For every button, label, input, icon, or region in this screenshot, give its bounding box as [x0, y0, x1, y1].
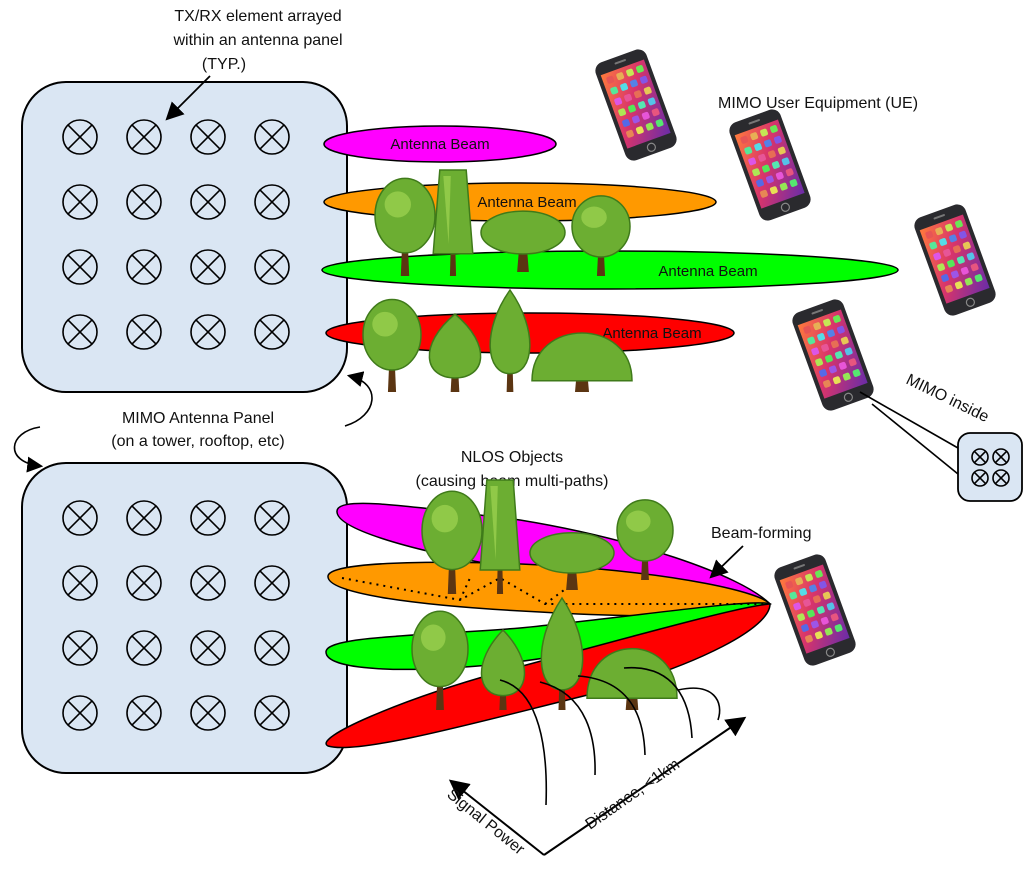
ue-mimo-panel	[957, 432, 1023, 502]
crossed-circle-icon	[190, 695, 226, 731]
smartphone-icon	[792, 299, 874, 411]
crossed-circle-icon	[190, 630, 226, 666]
tree-icon	[428, 313, 482, 392]
distance-axis-arrow	[543, 716, 747, 856]
tree-icon	[480, 628, 526, 710]
mimo-inside-label: MIMO inside	[903, 371, 991, 426]
mimo-inside-callout-line-1	[859, 391, 959, 449]
tree-icon	[421, 490, 483, 594]
crossed-circle-icon	[62, 630, 98, 666]
crossed-circle-icon	[992, 469, 1010, 487]
beam-label-red: Antenna Beam	[602, 325, 701, 342]
tree-icon	[489, 288, 531, 392]
smartphone-icon	[729, 109, 811, 221]
crossed-circle-icon	[62, 314, 98, 350]
crossed-circle-icon	[254, 119, 290, 155]
antenna-element-grid-top	[62, 119, 290, 350]
panel-caption-line-2: (on a tower, rooftop, etc)	[111, 433, 284, 450]
tree-icon	[411, 610, 469, 710]
smartphone-icon	[914, 204, 996, 316]
tree-icon	[479, 479, 521, 594]
crossed-circle-icon	[126, 695, 162, 731]
crossed-circle-icon	[254, 184, 290, 220]
nlos-trees-top	[362, 169, 633, 392]
element-callout-line-3: (TYP.)	[202, 56, 246, 73]
crossed-circle-icon	[126, 565, 162, 601]
crossed-circle-icon	[254, 695, 290, 731]
crossed-circle-icon	[62, 119, 98, 155]
mimo-user-equipment-phones	[595, 49, 996, 666]
crossed-circle-icon	[254, 249, 290, 285]
crossed-circle-icon	[971, 448, 989, 466]
element-callout-arrow	[165, 75, 211, 121]
crossed-circle-icon	[126, 630, 162, 666]
signal-power-label: Signal Power	[443, 786, 527, 859]
crossed-circle-icon	[254, 565, 290, 601]
antenna-element-grid-bottom	[62, 500, 290, 731]
crossed-circle-icon	[190, 500, 226, 536]
crossed-circle-icon	[62, 249, 98, 285]
crossed-circle-icon	[254, 314, 290, 350]
antenna-panel-bottom	[21, 462, 348, 774]
crossed-circle-icon	[190, 119, 226, 155]
signal-power-axis-arrow	[448, 779, 545, 856]
crossed-circle-icon	[62, 695, 98, 731]
tree-icon	[571, 195, 631, 276]
curved-arrow-to-bottom-panel	[13, 426, 44, 473]
crossed-circle-icon	[126, 119, 162, 155]
element-callout-line-1: TX/RX element arrayed	[174, 8, 341, 25]
crossed-circle-icon	[190, 565, 226, 601]
beam-label-green: Antenna Beam	[658, 263, 757, 280]
crossed-circle-icon	[62, 565, 98, 601]
tree-icon	[374, 177, 436, 276]
ue-mimo-element-grid	[971, 448, 1010, 487]
crossed-circle-icon	[971, 469, 989, 487]
tree-icon	[432, 169, 474, 276]
smartphone-icon	[595, 49, 677, 161]
smartphone-icon	[774, 554, 856, 666]
crossed-circle-icon	[126, 249, 162, 285]
crossed-circle-icon	[126, 314, 162, 350]
crossed-circle-icon	[62, 184, 98, 220]
element-callout-line-2: within an antenna panel	[172, 32, 342, 49]
antenna-panel-top	[21, 81, 348, 393]
beam-label-magenta: Antenna Beam	[390, 136, 489, 153]
nlos-trees-bottom	[411, 479, 678, 710]
crossed-circle-icon	[190, 184, 226, 220]
crossed-circle-icon	[254, 630, 290, 666]
distance-label: Distance, <1km	[583, 756, 683, 833]
beam-forming-label: Beam-forming	[711, 525, 811, 542]
crossed-circle-icon	[126, 500, 162, 536]
tree-icon	[362, 298, 422, 392]
mimo-inside-callout-line-2	[871, 403, 959, 475]
crossed-circle-icon	[190, 314, 226, 350]
crossed-circle-icon	[992, 448, 1010, 466]
antenna-beam-magenta	[323, 125, 557, 163]
crossed-circle-icon	[62, 500, 98, 536]
crossed-circle-icon	[254, 500, 290, 536]
tree-icon	[480, 210, 566, 272]
tree-icon	[531, 332, 633, 392]
nlos-caption-line-1: NLOS Objects	[461, 449, 563, 466]
beam-forming-arrow	[709, 545, 744, 579]
crossed-circle-icon	[126, 184, 162, 220]
curved-arrow-to-top-panel	[344, 371, 373, 427]
ue-caption: MIMO User Equipment (UE)	[718, 95, 918, 112]
signal-power-arcs	[499, 667, 721, 806]
beam-label-orange: Antenna Beam	[477, 194, 576, 211]
panel-caption-line-1: MIMO Antenna Panel	[122, 410, 274, 427]
crossed-circle-icon	[190, 249, 226, 285]
tree-icon	[529, 531, 615, 590]
tree-icon	[616, 499, 674, 580]
tree-icon	[540, 596, 584, 710]
